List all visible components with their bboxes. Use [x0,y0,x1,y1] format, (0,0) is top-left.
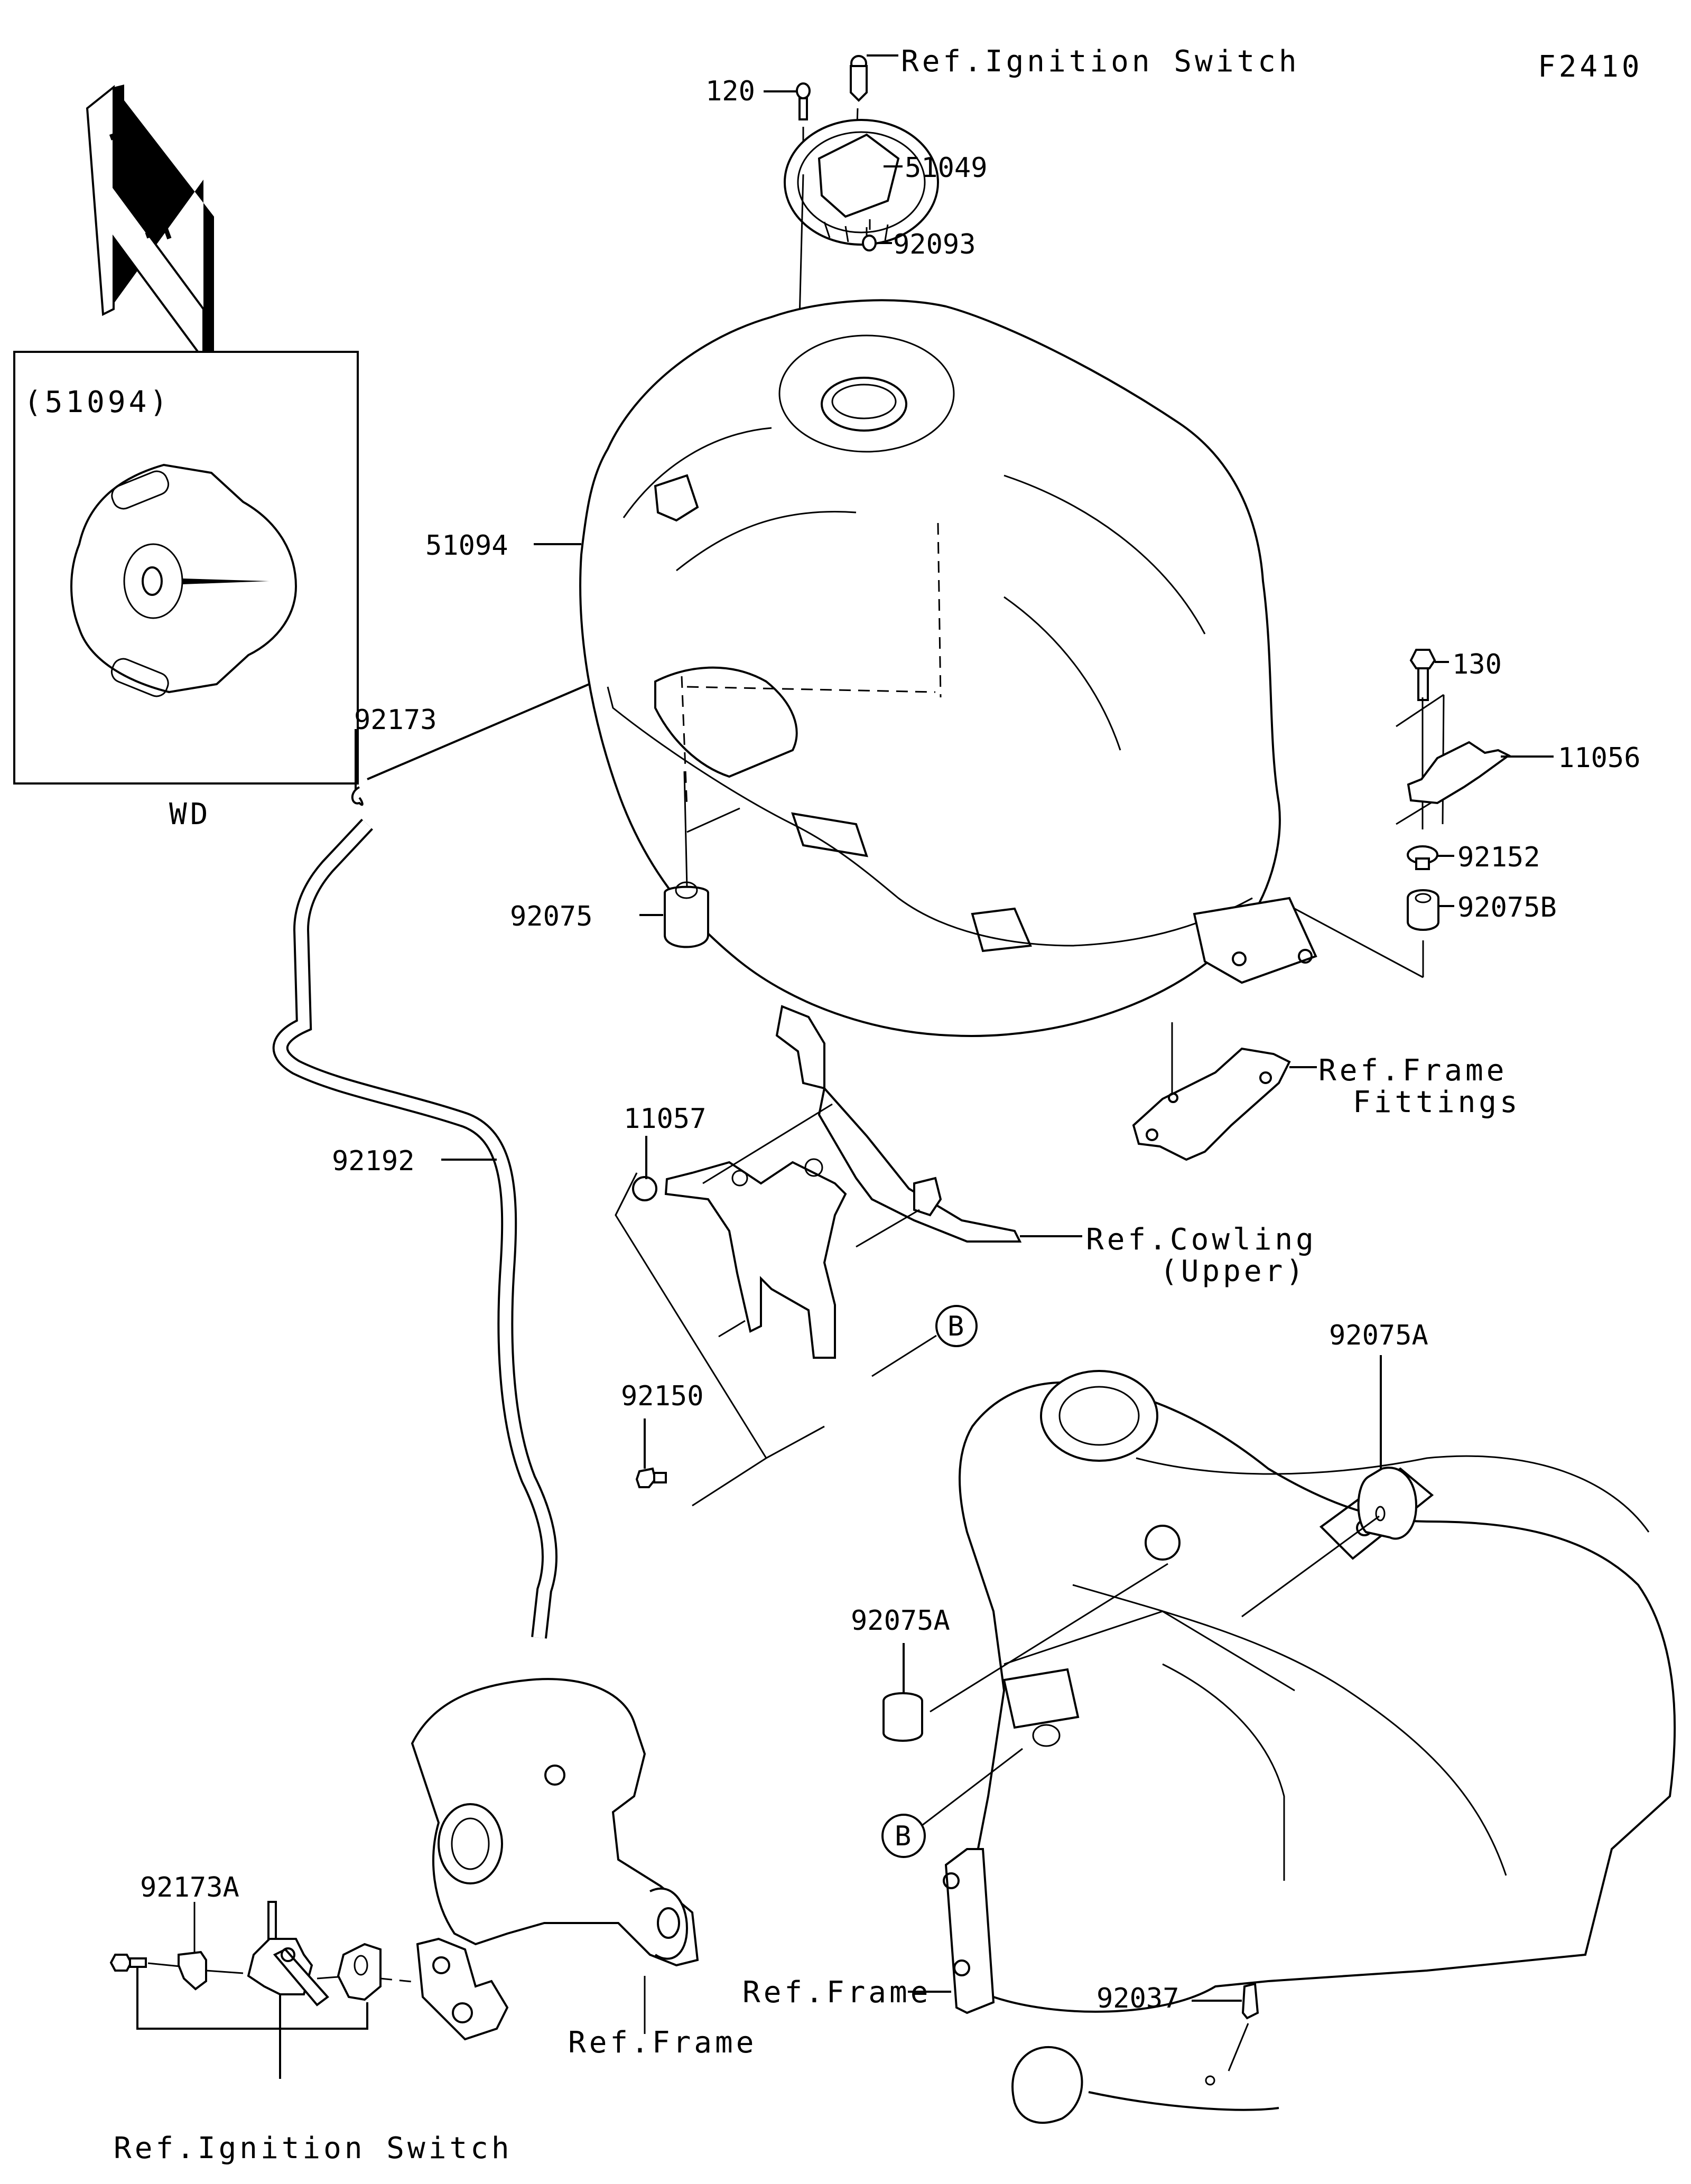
callout-92075: 92075 [510,901,593,932]
damper-92075: 92075 [510,771,740,948]
marker-b-top-label: B [947,1311,964,1342]
callout-92152: 92152 [1457,842,1540,873]
hose-92192: 92192 [272,818,558,1639]
bracket-11056: 11056 [1396,694,1641,829]
callout-92075A-mid: 92075A [851,1605,950,1637]
callout-ref-frame-fittings-line1: Ref.Frame [1318,1053,1507,1088]
bolt-92150: 92150 [621,1380,704,1488]
callout-92093: 92093 [893,229,976,260]
callout-92173A: 92173A [140,1872,239,1903]
marker-b-bottom-label: B [895,1821,911,1852]
reference-marker-b-top: B [871,1305,978,1377]
fitting-92037: 92037 [1097,1982,1259,2071]
reference-marker-b-bottom: B [881,1748,1023,1858]
callout-ref-ignition-switch-bottom: Ref.Ignition Switch [114,2131,513,2166]
callout-ref-cowling-line1: Ref.Cowling [1086,1222,1317,1257]
ignition-switch-assembly: 92173A Ref.Ignition Switch [109,1872,513,2166]
tank-top-view-icon [70,463,298,697]
inset-part-ref: (51094) [24,385,171,419]
front-arrow-icon: FRONT [86,85,214,363]
damper-92075B: 92075B [1294,889,1557,978]
callout-92150: 92150 [621,1380,704,1412]
steering-head-frame: Ref.Frame [411,1678,757,2060]
figure-code: F2410 [1538,50,1643,84]
main-frame [956,1370,1676,2124]
ignition-key-cylinder: Ref.Ignition Switch [850,44,1300,159]
callout-92192: 92192 [332,1145,415,1177]
bolt-lower [109,1954,147,1972]
collar-92152: 92152 [1407,842,1540,873]
cowling-stay: Ref.Cowling (Upper) [702,1005,1317,1289]
callout-ref-ignition-switch-top: Ref.Ignition Switch [901,44,1300,79]
frame-fitting-bracket: Ref.Frame Fittings [1132,1022,1521,1161]
callout-ref-cowling-line2: (Upper) [1160,1254,1307,1289]
fuel-cap-51049: 51049 [784,119,988,381]
frame-left-mount: Ref.Frame [742,1848,995,2014]
callout-92075A-top: 92075A [1329,1320,1428,1351]
callout-51049: 51049 [905,152,988,184]
callout-11057: 11057 [624,1103,707,1135]
callout-51094: 51094 [425,530,508,562]
callout-92075B: 92075B [1457,892,1557,923]
clip-92173: 92173 [351,683,590,806]
inset-wd: (51094) WD [13,351,359,832]
callout-11056: 11056 [1558,742,1641,774]
damper-92075A-top: 92075A [1241,1320,1428,1618]
callout-ref-frame-left: Ref.Frame [742,1975,931,2010]
bolt-130: 130 [1409,649,1502,701]
callout-ref-frame-fittings-line2: Fittings [1353,1085,1521,1119]
callout-92037: 92037 [1097,1983,1179,2014]
gasket-92093: 92093 [862,229,976,260]
inset-caption: WD [169,797,211,832]
bracket-11057: 11057 [615,1103,847,1507]
fuel-tank-51094: 51094 [425,299,1317,1037]
callout-120: 120 [705,76,755,107]
callout-130: 130 [1452,649,1502,680]
callout-92173: 92173 [354,704,437,736]
callout-ref-frame-bottom: Ref.Frame [568,2026,757,2060]
damper-92075A-mid: 92075A [851,1563,1168,1742]
